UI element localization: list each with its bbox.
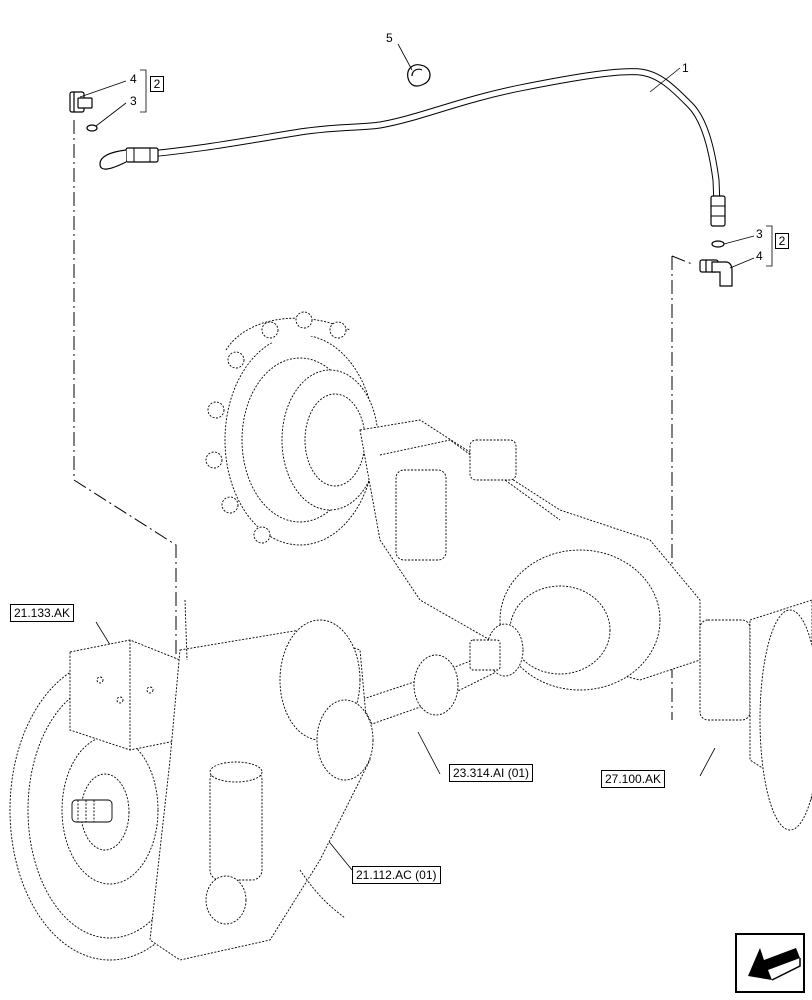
callout-right-seal: 3 [756,227,763,241]
drive-shaft [359,623,524,725]
arrow-icon[interactable] [735,933,805,993]
right-elbow-fitting [699,259,733,287]
transmission-assembly [9,599,374,961]
left-elbow-fitting [69,91,93,113]
hose-clip [407,64,431,87]
ref-transmission-housing[interactable]: 21.112.AC (01) [352,866,441,884]
callout-right-fitting: 4 [756,249,763,263]
ref-axle[interactable]: 27.100.AK [601,770,666,788]
callout-clip: 5 [386,31,393,45]
left-seal-ring [86,124,98,132]
right-seal-ring [711,240,725,248]
ref-transmission[interactable]: 21.133.AK [10,604,75,622]
hose [99,68,726,227]
callout-hose: 1 [682,61,689,75]
leader-lines [79,43,773,871]
ref-drive-shaft[interactable]: 23.314.AI (01) [449,764,534,782]
callout-left-fitting: 4 [130,72,137,86]
group-number-left: 2 [150,76,164,92]
axle-assembly [205,311,812,831]
group-number-right: 2 [775,233,789,249]
callout-left-seal: 3 [130,94,137,108]
